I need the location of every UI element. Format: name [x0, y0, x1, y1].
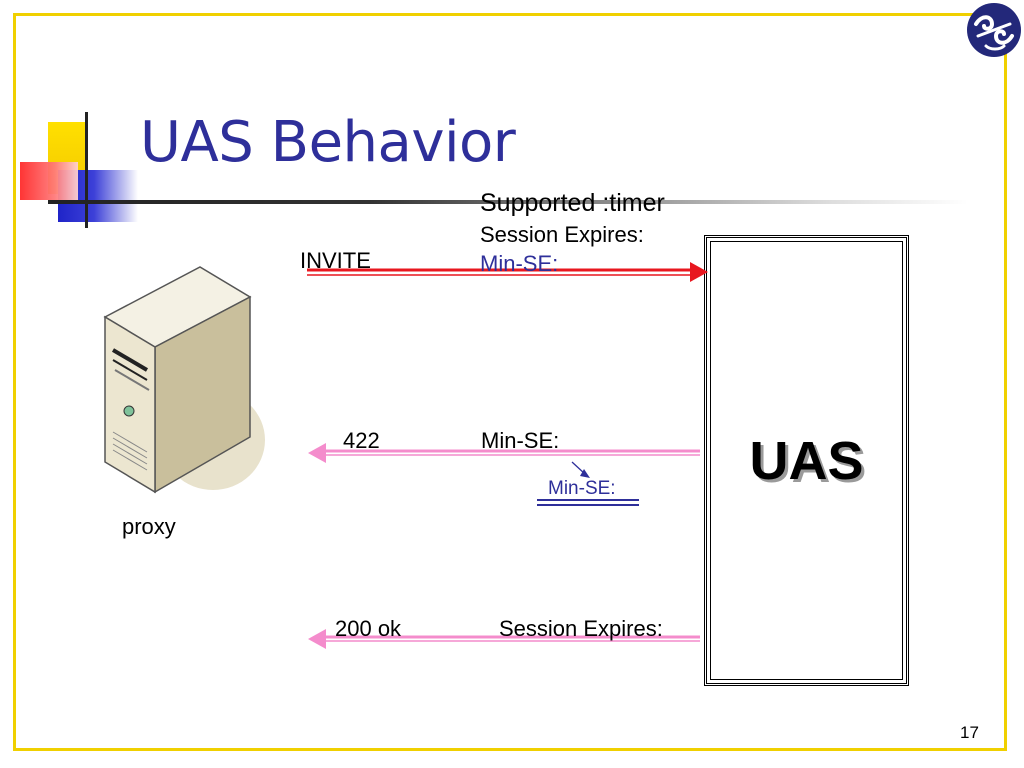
- invite-header-min-se: Min-SE:: [480, 251, 559, 276]
- reject-code: 422: [343, 428, 380, 453]
- invite-header-session-expires: Session Expires:: [480, 222, 644, 247]
- reject-header-min-se: Min-SE:: [481, 428, 560, 453]
- invite-label: INVITE: [300, 248, 371, 273]
- proxy-server-icon: [95, 262, 270, 497]
- ok-header-session-expires: Session Expires:: [499, 616, 663, 641]
- min-se-callout-pointer: [571, 461, 590, 478]
- university-logo-icon: [966, 2, 1022, 58]
- slide-title: UAS Behavior: [140, 110, 516, 175]
- invite-arrow: [307, 262, 708, 282]
- min-se-callout-underline: [537, 499, 639, 506]
- slide-frame: [13, 13, 1007, 751]
- page-number: 17: [960, 723, 979, 742]
- title-deco-red-block: [20, 162, 78, 200]
- ok-code: 200 ok: [335, 616, 402, 641]
- uas-box: [704, 235, 909, 686]
- title-deco-vertical-line: [85, 112, 88, 228]
- min-se-callout: Min-SE:: [548, 478, 616, 499]
- reject-arrow: [308, 443, 700, 463]
- invite-header-supported: Supported :timer: [480, 189, 665, 217]
- title-underline: [48, 200, 968, 204]
- uas-label: UAS: [749, 431, 864, 491]
- ok-arrow: [308, 629, 700, 649]
- proxy-label: proxy: [122, 514, 176, 539]
